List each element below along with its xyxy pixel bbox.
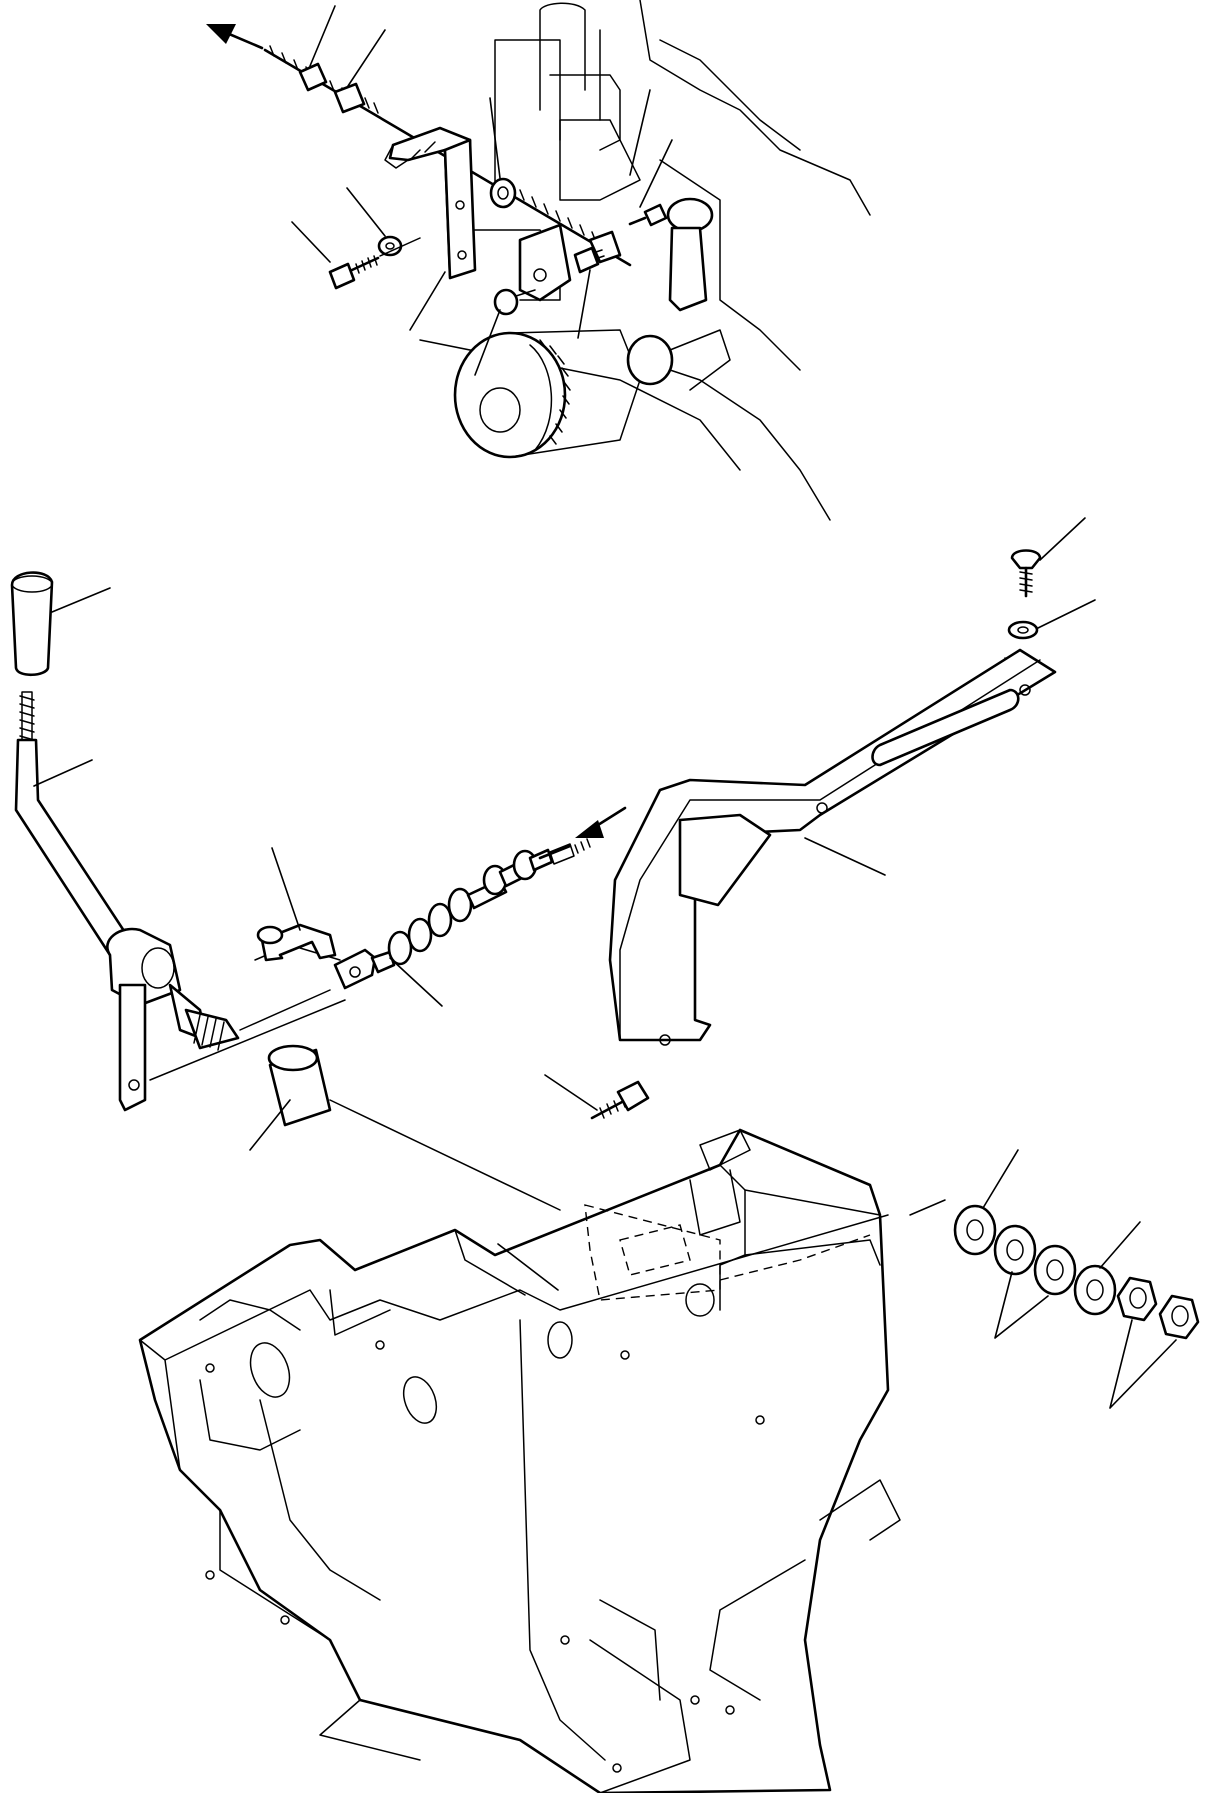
cable-nut-a bbox=[298, 62, 328, 92]
nut-2 bbox=[1158, 1294, 1200, 1340]
throttle-cable-lower bbox=[333, 838, 591, 990]
leaders-bottom bbox=[33, 517, 1177, 1409]
cable-out-arrow bbox=[206, 24, 264, 50]
cable-nut-b bbox=[333, 82, 379, 114]
screw-clamp bbox=[628, 203, 668, 227]
lever-knob bbox=[10, 571, 54, 677]
screw-top bbox=[1010, 549, 1042, 598]
lever-bracket bbox=[608, 648, 1057, 1046]
lever-rod bbox=[14, 738, 132, 957]
nut-engine bbox=[493, 288, 536, 316]
washer-top bbox=[1007, 620, 1039, 640]
washer-1 bbox=[953, 1204, 997, 1256]
cable-clip bbox=[256, 923, 337, 962]
washer-2 bbox=[993, 1224, 1037, 1276]
oil-filter bbox=[453, 329, 641, 459]
washer-small bbox=[377, 235, 403, 257]
cable-nut-c bbox=[489, 177, 517, 209]
cable-bracket bbox=[384, 126, 477, 280]
lever-hub bbox=[106, 927, 240, 1112]
engine-valve bbox=[626, 197, 731, 391]
washer-4 bbox=[1073, 1264, 1117, 1316]
cable-in-arrow bbox=[575, 806, 627, 838]
hidden-lines bbox=[584, 1204, 871, 1301]
bushing bbox=[267, 1044, 332, 1127]
cable-clamp bbox=[573, 230, 622, 274]
engine-bracket bbox=[518, 223, 572, 302]
bolt-bracket bbox=[328, 237, 421, 290]
engine-assembly bbox=[419, 0, 871, 521]
nut-1 bbox=[1116, 1276, 1158, 1322]
lever-thread bbox=[19, 691, 35, 741]
leaders-top bbox=[291, 5, 673, 376]
bolt-base bbox=[590, 1080, 650, 1120]
washer-3 bbox=[1033, 1244, 1077, 1296]
lever-base-frame bbox=[138, 1128, 901, 1793]
